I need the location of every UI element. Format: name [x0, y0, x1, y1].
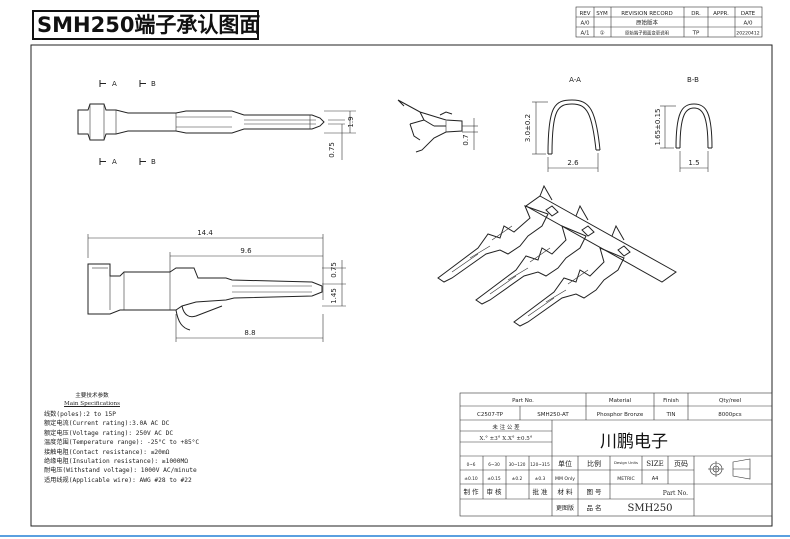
rev-row2-sym: ① — [600, 31, 605, 37]
rev-row1-rev: A/0 — [580, 21, 590, 27]
spec-line: 适用线规(Applicable wire): AWG #28 to #22 — [44, 476, 192, 484]
dim-8-8: 8.8 — [244, 329, 255, 337]
rev-header-record: REVISION RECORD — [621, 11, 673, 17]
tb-part-name: SMH250 — [628, 503, 673, 514]
specs-heading-en: Main Specifications — [64, 401, 120, 407]
terminal-top-view: A B A B 1.9 0.75 — [77, 80, 356, 166]
dim-14-4: 14.4 — [197, 229, 213, 237]
cut-label-a-bottom: A — [112, 158, 117, 166]
spec-line: 温度范围(Temperature range): -25°C to +85°C — [44, 439, 200, 447]
rev-header-date: DATE — [741, 11, 756, 17]
tb-tolerance-values: X.° ±3° X.X° ±0.5° — [480, 436, 533, 442]
rev-row2-record: 原始端子图面变更说明 — [625, 30, 670, 37]
dim-0-75-bottom: 0.75 — [330, 262, 338, 278]
dim-1-65: 1.65±0.15 — [654, 108, 662, 145]
tb-finish-value: TIN — [665, 412, 675, 418]
terminal-end-view: 0.7 — [397, 99, 478, 153]
tb-header-finish: Finish — [663, 398, 679, 404]
tb-scale-label: 比例 — [587, 459, 601, 468]
tb-size-value: A4 — [652, 476, 659, 482]
tb-range-1: 0~6 — [467, 462, 476, 467]
spec-line: 绝缘电阻(Insulation resistance): ≥1000MΩ — [44, 458, 188, 466]
spec-line: 线数(poles):2 to 15P — [44, 411, 116, 418]
tb-sign-material: 材 料 — [557, 487, 573, 496]
rev-header-dr: DR. — [691, 11, 701, 17]
rev-row2-dr: TP — [692, 31, 700, 37]
tb-tol-4: ±0.3 — [535, 476, 546, 482]
section-a-a: A-A 3.0±0.2 2.6 — [524, 76, 601, 172]
section-a-a-label: A-A — [569, 76, 581, 84]
tb-company: 川鹏电子 — [600, 432, 668, 452]
page-title: SMH250端子承认图面 — [32, 10, 260, 40]
cut-label-b-bottom: B — [151, 158, 156, 166]
rev-row2-date: 20220412 — [736, 31, 759, 37]
tb-header-material: Material — [609, 398, 632, 404]
tb-partno-2: SMH250-AT — [537, 412, 569, 418]
cut-label-b-top: B — [151, 80, 156, 88]
tb-ver-label: 更图版 — [556, 504, 574, 512]
tb-header-qty: Qty/reel — [719, 398, 742, 404]
projection-trapezoid-icon — [732, 458, 751, 480]
rev-row1-date: A/0 — [743, 21, 753, 27]
rev-header-sym: SYM — [596, 11, 608, 17]
title-block: Part No. Material Finish Qty/reel C2507-… — [459, 392, 773, 517]
spec-line: 耐电压(Withstand voltage): 1000V AC/minute — [44, 467, 197, 475]
tb-tol-3: ±0.2 — [512, 476, 523, 482]
dim-1-5: 1.5 — [688, 159, 699, 167]
rev-row2-rev: A/1 — [580, 31, 589, 37]
specs-heading-cn: 主要技术参数 — [75, 393, 109, 399]
tb-partno-1: C2507-TP — [477, 412, 504, 418]
dim-1-9: 1.9 — [347, 116, 355, 127]
spec-line: 额定电流(Current rating):3.0A AC DC — [44, 420, 170, 428]
tb-sign-approve: 批 准 — [532, 487, 548, 496]
revision-table: REV SYM REVISION RECORD DR. APPR. DATE A… — [575, 6, 763, 38]
rev-row1-record: 原始版本 — [636, 19, 659, 27]
tb-range-2: 6~30 — [488, 462, 500, 467]
cut-label-a-top: A — [112, 80, 117, 88]
tb-material-value: Phosphor Bronze — [597, 412, 644, 418]
main-specifications: 主要技术参数 Main Specifications 线数(poles):2 t… — [44, 392, 244, 485]
dim-0-75-top: 0.75 — [328, 142, 336, 158]
dim-9-6: 9.6 — [240, 247, 252, 255]
tb-design-label: Design Units — [614, 460, 638, 465]
tb-design-value: METRIC — [617, 476, 634, 482]
dim-0-7: 0.7 — [462, 134, 470, 145]
terminal-strip-isometric — [437, 184, 677, 327]
tb-tol-1: ±0.10 — [464, 476, 478, 482]
dim-1-45: 1.45 — [330, 288, 338, 304]
section-b-b: B-B 1.65±0.15 1.5 — [654, 76, 713, 172]
section-b-b-label: B-B — [687, 76, 699, 84]
dim-3-0: 3.0±0.2 — [524, 114, 532, 142]
tb-sign-drawing-no: 图 号 — [586, 488, 602, 496]
tb-sign-make: 制 作 — [463, 487, 479, 496]
tb-partno-label: Part No. — [663, 490, 688, 497]
tb-name-label: 品 名 — [586, 503, 601, 512]
tb-header-partno: Part No. — [512, 398, 534, 404]
tb-qty-value: 8000pcs — [718, 412, 742, 418]
tb-unit-label: 单位 — [558, 459, 572, 468]
tb-range-4: 120~315 — [530, 462, 550, 467]
spec-line: 接触电阻(Contact resistance): ≤20mΩ — [44, 448, 170, 456]
rev-header-appr: APPR. — [713, 11, 729, 17]
bottom-rule — [0, 535, 790, 537]
dim-2-6: 2.6 — [567, 159, 579, 167]
tb-sign-check: 审 核 — [486, 487, 502, 496]
spec-line: 额定电压(Voltage rating): 250V AC DC — [44, 429, 174, 437]
rev-header-rev: REV — [579, 11, 590, 17]
drawing-frame — [30, 44, 773, 527]
tb-tolerance-label: 未 注 公 差 — [492, 423, 520, 431]
tb-unit-value: MM Only — [555, 476, 575, 482]
tb-page-label: 页码 — [674, 460, 688, 468]
tb-tol-2: ±0.15 — [487, 476, 501, 482]
tb-size-label: SIZE — [646, 460, 664, 468]
tb-range-3: 30~120 — [509, 462, 526, 467]
terminal-front-view: 14.4 9.6 0.75 1.45 8.8 — [87, 229, 346, 342]
